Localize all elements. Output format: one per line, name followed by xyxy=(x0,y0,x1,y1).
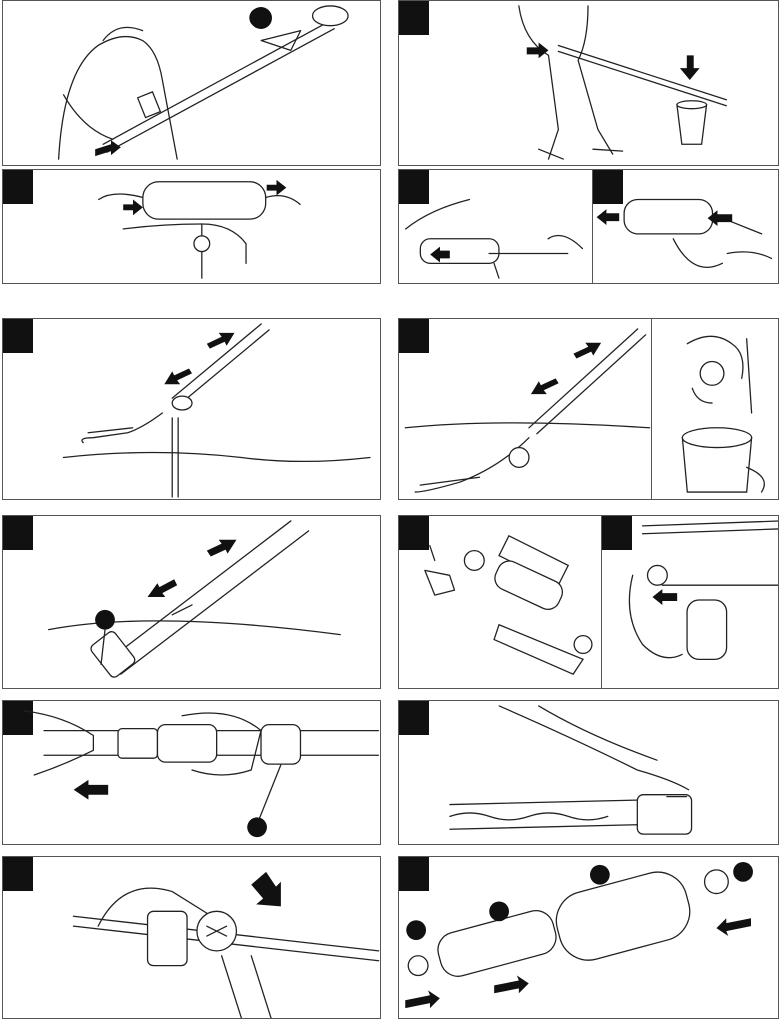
sub-panel-right xyxy=(592,170,778,283)
panel-step-7 xyxy=(2,515,381,689)
illustration-insert-filter xyxy=(596,198,773,268)
illustration-pole-section xyxy=(48,520,341,678)
step-marker xyxy=(602,516,632,550)
panel-step-10 xyxy=(398,700,779,845)
panel-step-5 xyxy=(2,318,381,500)
step-marker xyxy=(399,701,429,735)
step-marker xyxy=(399,319,429,353)
sub-panel-left xyxy=(399,516,601,688)
step-marker xyxy=(3,170,33,204)
panel-step-11 xyxy=(2,856,381,1019)
step-marker xyxy=(3,857,33,891)
sub-panel-right xyxy=(651,319,778,499)
illustration-tool-and-bucket xyxy=(681,335,765,493)
panel-step-12 xyxy=(398,856,779,1019)
step-marker xyxy=(399,170,429,204)
illustration-parts-exploded xyxy=(424,534,593,675)
step-marker xyxy=(399,857,429,891)
illustration-pole-tool-floor xyxy=(404,328,651,493)
sub-panel-right xyxy=(601,516,778,688)
panel-step-3 xyxy=(2,169,381,284)
illustration-filter-assembly xyxy=(405,861,753,1009)
illustration-pole-tool-ground xyxy=(62,323,371,498)
illustration-walk-bucket xyxy=(518,5,727,160)
step-marker xyxy=(399,1,429,35)
step-marker xyxy=(399,516,429,550)
step-marker xyxy=(3,516,33,550)
panel-step-9 xyxy=(2,700,381,845)
illustration-pole-carry xyxy=(57,5,349,160)
illustration-cap-mount xyxy=(72,871,380,1018)
sub-panel-left xyxy=(399,170,592,283)
illustration-tube-connect xyxy=(23,710,380,838)
panel-step-6 xyxy=(398,318,779,500)
illustration-hand-connector xyxy=(628,520,778,660)
panel-step-1 xyxy=(2,0,381,166)
illustration-filter-handles xyxy=(98,179,301,279)
panel-step-4 xyxy=(398,169,779,284)
panel-step-8 xyxy=(398,515,779,689)
illustration-finger-press xyxy=(449,705,693,835)
step-marker xyxy=(3,701,33,735)
step-marker xyxy=(3,319,33,353)
sub-panel-left xyxy=(399,319,651,499)
illustration-hand-pull xyxy=(404,198,584,279)
panel-step-2 xyxy=(398,0,779,166)
callout-marker xyxy=(250,7,272,29)
step-marker xyxy=(593,170,623,204)
